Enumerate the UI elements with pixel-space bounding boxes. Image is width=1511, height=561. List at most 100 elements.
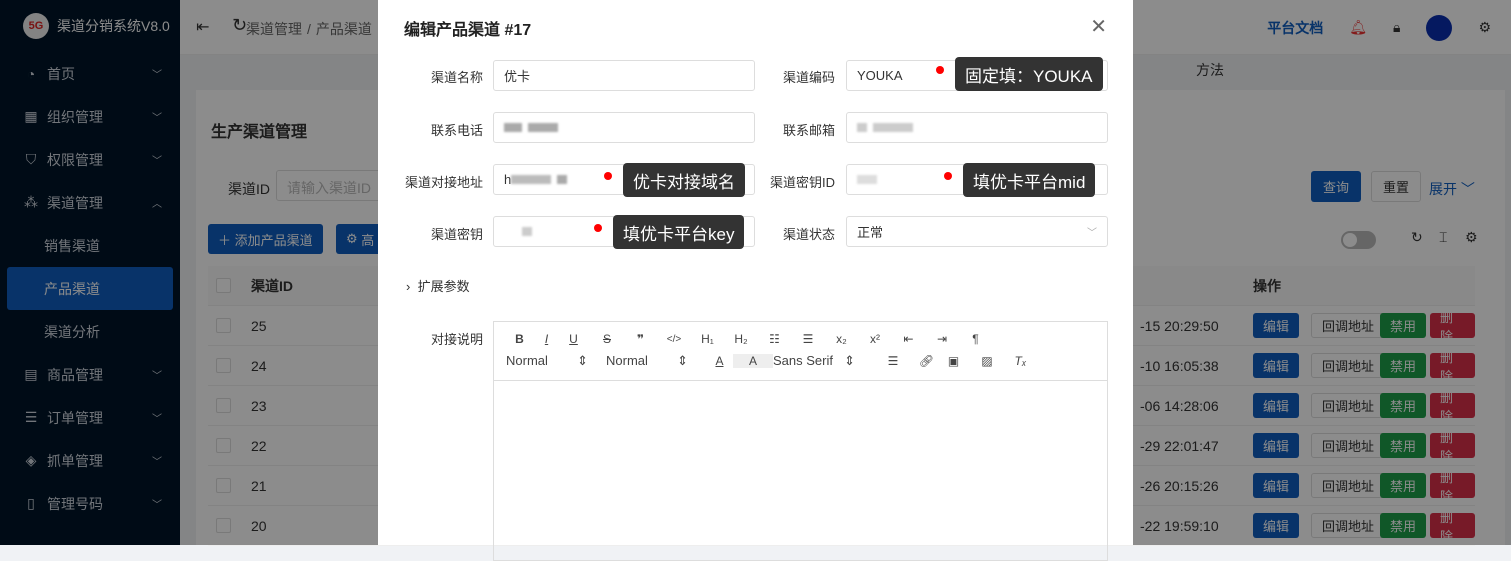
superscript-icon[interactable]: x² xyxy=(870,332,880,346)
row-checkbox[interactable] xyxy=(216,438,231,453)
text-direction-icon[interactable]: ¶ xyxy=(972,332,979,346)
edit-button[interactable]: 编辑 xyxy=(1253,393,1300,418)
menu-fold-icon[interactable]: ⇤ xyxy=(196,19,210,36)
code-block-icon[interactable]: </> xyxy=(666,333,682,345)
reset-button[interactable]: 重置 xyxy=(1371,171,1421,202)
font-select[interactable]: Sans Serif⇕ xyxy=(773,353,855,368)
callback-url-button[interactable]: 回调地址 xyxy=(1311,353,1386,378)
edit-button[interactable]: 编辑 xyxy=(1253,513,1300,538)
row-checkbox[interactable] xyxy=(216,518,231,533)
sidebar-item-channels[interactable]: ⁂渠道管理︿ xyxy=(0,181,180,224)
ext-params-toggle[interactable]: › 扩展参数 xyxy=(406,276,470,295)
density-icon[interactable]: ⌶ xyxy=(1439,229,1448,245)
breadcrumb-item[interactable]: 渠道管理 xyxy=(246,21,302,37)
bullet-list-icon[interactable]: ☰ xyxy=(802,332,814,346)
background-color-icon[interactable]: A xyxy=(733,354,773,368)
disable-button[interactable]: 禁用 xyxy=(1380,433,1427,458)
refresh-icon[interactable]: ↻ xyxy=(232,15,248,35)
rich-text-editor[interactable]: B I U S ❞ </> H₁ H₂ ☷ ☰ x₂ x² ⇤ ⇥ ¶ Norm… xyxy=(493,321,1108,561)
delete-button[interactable]: 删除 xyxy=(1430,390,1475,424)
advanced-button[interactable]: ⚙ 高 xyxy=(336,224,385,254)
sidebar-item-sales-channel[interactable]: 销售渠道 xyxy=(44,237,100,254)
callback-url-button[interactable]: 回调地址 xyxy=(1311,433,1386,458)
phone-input[interactable] xyxy=(493,112,755,143)
disable-button[interactable]: 禁用 xyxy=(1380,393,1427,418)
callback-url-button[interactable]: 回调地址 xyxy=(1311,393,1386,418)
align-icon[interactable]: ☰ xyxy=(887,354,899,368)
video-icon[interactable]: ▣ xyxy=(947,354,960,368)
h1-icon[interactable]: H₁ xyxy=(701,332,714,346)
underline-icon[interactable]: U xyxy=(569,332,578,346)
edit-button[interactable]: 编辑 xyxy=(1253,433,1300,458)
bell-icon[interactable]: 🔔︎ xyxy=(1349,19,1367,35)
channel-name-input[interactable]: 优卡 xyxy=(493,60,755,91)
h2-icon[interactable]: H₂ xyxy=(734,332,748,346)
ordered-list-icon[interactable]: ☷ xyxy=(769,332,780,346)
lock-icon[interactable]: 🔒︎ xyxy=(1392,19,1401,35)
disable-button[interactable]: 禁用 xyxy=(1380,313,1427,338)
edit-button[interactable]: 编辑 xyxy=(1253,353,1300,378)
sidebar-item-goods[interactable]: ▤商品管理﹀ xyxy=(0,353,180,396)
size-select[interactable]: Normal⇕ xyxy=(606,353,688,368)
sidebar-item-org[interactable]: ▦组织管理﹀ xyxy=(0,95,180,138)
sidebar-item-numbers[interactable]: ▯管理号码﹀ xyxy=(0,482,180,525)
toggle-switch[interactable] xyxy=(1341,231,1376,249)
gear-icon[interactable]: ⚙ xyxy=(1478,19,1491,35)
disable-button[interactable]: 禁用 xyxy=(1380,353,1427,378)
clear-format-icon[interactable]: Tₓ xyxy=(1014,354,1027,368)
subscript-icon[interactable]: x₂ xyxy=(836,332,847,346)
settings-icon[interactable]: ⚙ xyxy=(1465,229,1478,245)
expand-toggle[interactable]: 展开 ﹀ xyxy=(1429,181,1475,197)
sidebar-item-home[interactable]: ◔首页﹀ xyxy=(0,52,180,95)
outdent-icon[interactable]: ⇤ xyxy=(903,332,914,346)
sidebar-item-permissions[interactable]: ⛉权限管理﹀ xyxy=(0,138,180,181)
delete-button[interactable]: 删除 xyxy=(1430,310,1475,344)
annotation-tooltip: 优卡对接域名 xyxy=(623,163,745,197)
field-label: 渠道密钥ID xyxy=(769,175,835,190)
annotation-dot xyxy=(936,66,944,74)
strike-icon[interactable]: S xyxy=(602,332,611,346)
close-icon[interactable]: ✕ xyxy=(1090,16,1107,38)
sidebar-label: 渠道管理 xyxy=(47,194,103,211)
cell-id: 21 xyxy=(251,477,267,494)
sidebar-label: 组织管理 xyxy=(47,108,103,125)
row-checkbox[interactable] xyxy=(216,318,231,333)
edit-button[interactable]: 编辑 xyxy=(1253,313,1300,338)
bold-icon[interactable]: B xyxy=(515,332,524,346)
header-select[interactable]: Normal⇕ xyxy=(506,353,588,368)
image-icon[interactable]: ▨ xyxy=(981,354,993,368)
status-select[interactable]: 正常﹀ xyxy=(846,216,1108,247)
indent-icon[interactable]: ⇥ xyxy=(936,332,948,346)
field-label: 渠道编码 xyxy=(782,70,835,85)
select-all-checkbox[interactable] xyxy=(216,278,231,293)
avatar[interactable] xyxy=(1426,14,1453,41)
query-button[interactable]: 查询 xyxy=(1311,171,1361,202)
blockquote-icon[interactable]: ❞ xyxy=(636,332,645,346)
sidebar-item-product-channel[interactable]: 产品渠道 xyxy=(7,267,173,310)
callback-url-button[interactable]: 回调地址 xyxy=(1311,473,1386,498)
text-color-icon[interactable]: A xyxy=(715,354,724,368)
row-checkbox[interactable] xyxy=(216,358,231,373)
italic-icon[interactable]: I xyxy=(544,332,549,346)
link-icon[interactable]: 🔗︎ xyxy=(918,354,935,368)
sidebar-item-orders[interactable]: ☰订单管理﹀ xyxy=(0,396,180,439)
edit-button[interactable]: 编辑 xyxy=(1253,473,1300,498)
row-checkbox[interactable] xyxy=(216,478,231,493)
sidebar-item-grab[interactable]: ◈抓单管理﹀ xyxy=(0,439,180,482)
field-label: 渠道状态 xyxy=(782,227,835,242)
cell-id: 25 xyxy=(251,317,267,334)
row-checkbox[interactable] xyxy=(216,398,231,413)
callback-url-button[interactable]: 回调地址 xyxy=(1311,513,1386,538)
email-input[interactable] xyxy=(846,112,1108,143)
refresh-icon[interactable]: ↻ xyxy=(1411,229,1423,245)
chevron-down-icon: ﹀ xyxy=(152,500,162,511)
chevron-down-icon: ﹀ xyxy=(152,371,162,382)
add-product-channel-button[interactable]: ＋ 添加产品渠道 xyxy=(208,224,323,254)
disable-button[interactable]: 禁用 xyxy=(1380,473,1427,498)
disable-button[interactable]: 禁用 xyxy=(1380,513,1427,538)
sidebar-item-channel-analysis[interactable]: 渠道分析 xyxy=(44,323,100,340)
callback-url-button[interactable]: 回调地址 xyxy=(1311,313,1386,338)
docs-link[interactable]: 平台文档 xyxy=(1267,19,1324,36)
editor-body[interactable] xyxy=(494,381,1107,561)
